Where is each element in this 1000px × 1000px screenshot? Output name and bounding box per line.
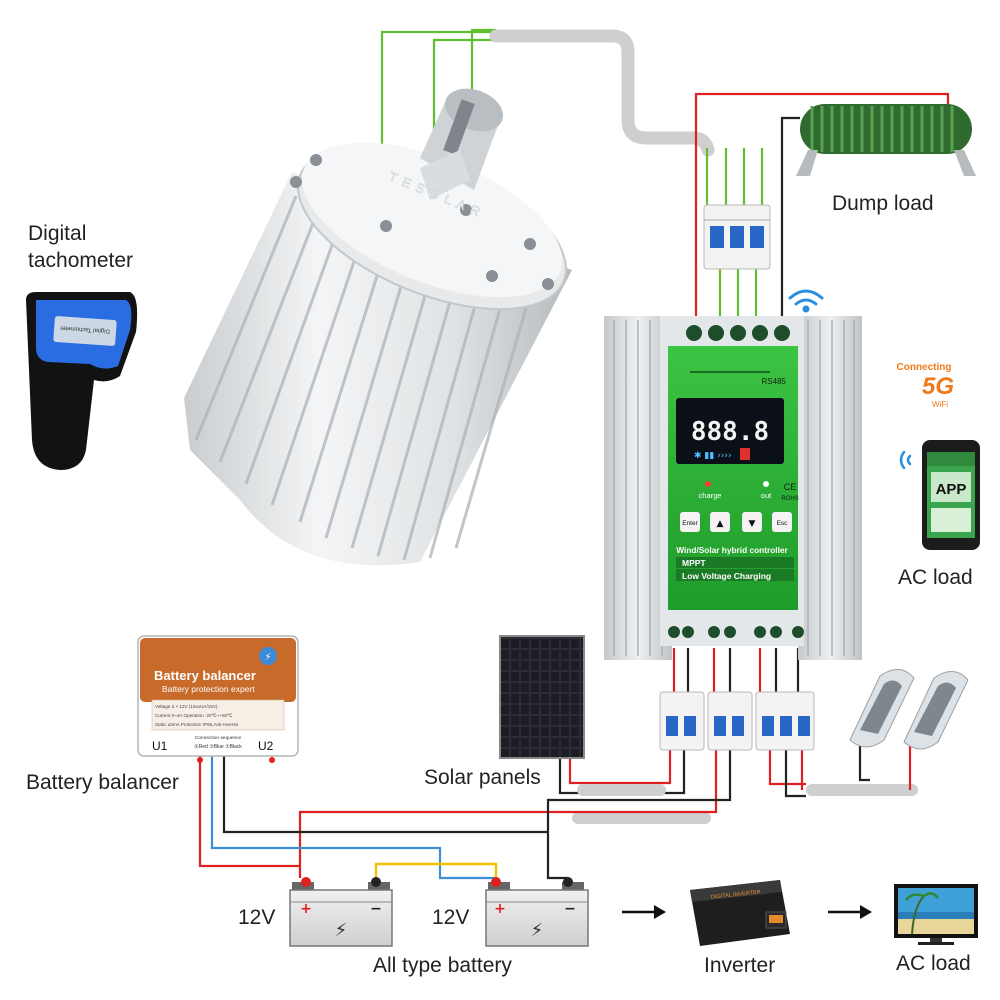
- tachometer-screen-text: Digital Tachometer: [60, 324, 110, 333]
- battery-left-plus: +: [300, 901, 312, 917]
- battery-right-minus: −: [564, 901, 576, 917]
- balancer-spec-row2: Current 0~4A Operation -20℃~+60℃: [155, 713, 233, 718]
- output-breakers: [659, 691, 815, 751]
- phone-screen-text: APP: [936, 481, 967, 498]
- tv-ac-load: [894, 884, 978, 945]
- dump-load-label: Dump load: [832, 192, 934, 215]
- ac-load-label-bottom: AC load: [896, 952, 971, 975]
- flow-arrows: [622, 905, 872, 919]
- ce-mark: CE: [784, 482, 797, 492]
- led-out-label: out: [761, 491, 772, 500]
- svg-text:⚡: ⚡: [531, 920, 544, 941]
- generator-breaker: [703, 204, 771, 270]
- svg-text:⚡: ⚡: [264, 652, 271, 663]
- smartphone: APP: [899, 440, 980, 550]
- enter-button: Enter: [682, 520, 698, 527]
- rohs-mark: ROHS: [781, 496, 798, 502]
- solar-red-wire: [568, 750, 672, 785]
- battery-balancer-device: ⚡ Battery balancer Battery protection ex…: [137, 635, 299, 763]
- svg-text:⚡: ⚡: [335, 920, 348, 941]
- balancer-connection-heading: Connection sequence: [195, 735, 242, 741]
- generator-cable: [489, 29, 715, 157]
- street-lamps: [849, 669, 969, 750]
- battery-balancer-label: Battery balancer: [26, 771, 179, 794]
- inverter-label: Inverter: [704, 954, 776, 977]
- badge-5g-top: Connecting: [897, 362, 952, 373]
- series-yellow-wire: [374, 862, 498, 882]
- balancer-black-wire: [222, 752, 548, 834]
- controller-display: 888.8: [691, 417, 769, 447]
- battery-left-minus: −: [370, 901, 382, 917]
- tachometer-label-line2: tachometer: [28, 249, 134, 272]
- led-charge-label: charge: [699, 491, 722, 500]
- balancer-spec-row1: Voltage 2 × 12V (16xxUA/15V): [155, 704, 218, 709]
- solar-panel: [499, 635, 585, 759]
- inverter-device-label: DIGITAL INVERTER: [711, 889, 761, 900]
- battery-right-plus: +: [494, 901, 506, 917]
- balancer-red-wire: [198, 752, 300, 868]
- controller-output-wires: [672, 648, 800, 692]
- balancer-spec-row3: Static ≤3mA Protection IP65,Anti-reverse: [155, 722, 239, 727]
- hybrid-controller: 888.8 ✱ ▮▮ ›››› RS485 charge out CE ROHS…: [604, 316, 862, 660]
- battery-left: + − ⚡: [289, 877, 393, 947]
- battery-12v-left: 12V: [238, 906, 276, 929]
- digital-tachometer: Digital Tachometer: [26, 292, 138, 470]
- inverter-device: DIGITAL INVERTER: [690, 880, 790, 946]
- svg-text:✱ ▮▮ ››››: ✱ ▮▮ ››››: [694, 451, 732, 461]
- balancer-title: Battery balancer: [154, 668, 256, 683]
- balancer-u2: U2: [258, 739, 274, 753]
- balancer-blue-wire: [210, 752, 496, 880]
- controller-buttons: [680, 512, 792, 532]
- badge-5g-bottom: WiFi: [932, 400, 948, 409]
- wind-generator: TESOLAR: [184, 88, 572, 566]
- breaker-green-wires: [705, 148, 764, 322]
- rs485-label: RS485: [762, 377, 787, 386]
- battery-right: + − ⚡: [485, 877, 589, 947]
- controller-mppt: MPPT: [682, 558, 706, 568]
- battery-12v-right: 12V: [432, 906, 470, 929]
- esc-button: Esc: [777, 520, 789, 527]
- balancer-u1: U1: [152, 739, 168, 753]
- badge-5g-main: 5G: [922, 373, 954, 400]
- dump-load-resistor: [796, 104, 976, 176]
- battery-red-main: [298, 750, 718, 878]
- solar-panels-label: Solar panels: [424, 766, 541, 789]
- dump-load-black-wire: [780, 116, 800, 322]
- controller-title: Wind/Solar hybrid controller: [676, 545, 788, 555]
- up-button: ▲: [717, 519, 724, 529]
- ac-load-label-top: AC load: [898, 566, 973, 589]
- battery-black-main: [546, 750, 732, 880]
- tachometer-label-line1: Digital: [28, 222, 87, 245]
- balancer-subtitle: Battery protection expert: [162, 684, 255, 694]
- lamp-wires: [768, 740, 912, 798]
- all-type-battery-label: All type battery: [373, 954, 512, 977]
- controller-subtitle: Low Voltage Charging: [682, 571, 771, 581]
- balancer-connection-sequence: ②Red ③Blue ①Black: [194, 744, 242, 750]
- generator-shaft: [420, 88, 504, 200]
- down-button: ▼: [749, 519, 756, 529]
- wifi-icon: [788, 289, 824, 313]
- dump-load-red-wire: [694, 92, 950, 322]
